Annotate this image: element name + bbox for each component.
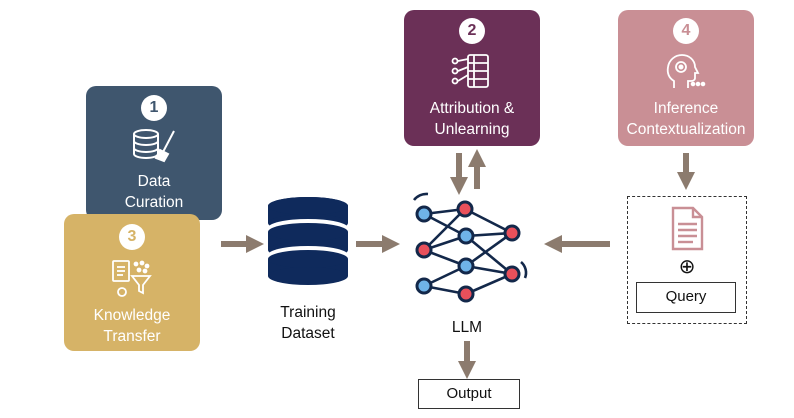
- database-broom-icon: [133, 129, 175, 163]
- llm-network-nodes: [415, 200, 521, 303]
- step-label: Knowledge Transfer: [93, 307, 171, 345]
- step-card-inference-contextualization: 4 Inference Contextualization: [618, 10, 754, 146]
- step-number-badge: 4: [673, 18, 699, 44]
- document-filter-icon: [112, 260, 152, 297]
- query-box: Query: [636, 282, 736, 313]
- step-card-data-curation: 1 Data Curation: [86, 86, 222, 220]
- document-icon: [671, 206, 704, 251]
- step-label: Inference Contextualization: [626, 100, 746, 138]
- concat-operator: ⊕: [678, 256, 696, 278]
- step-number-badge: 3: [119, 224, 145, 250]
- step-card-attribution-unlearning: 2 Attribution & Unlearning: [404, 10, 540, 146]
- step-label: Attribution & Unlearning: [429, 100, 515, 138]
- step-card-knowledge-transfer: 3 Knowledge Transfer: [64, 214, 200, 351]
- step-label: Data Curation: [124, 173, 184, 211]
- output-box: Output: [418, 379, 520, 409]
- list-network-icon: [451, 54, 489, 88]
- llm-label: LLM: [451, 319, 483, 336]
- step-number-badge: 1: [141, 95, 167, 121]
- query-container: [627, 196, 747, 324]
- head-gear-icon: [666, 54, 706, 88]
- training-dataset-label: Training Dataset: [280, 304, 336, 342]
- training-dataset-icon: [268, 197, 348, 285]
- step-number-badge: 2: [459, 18, 485, 44]
